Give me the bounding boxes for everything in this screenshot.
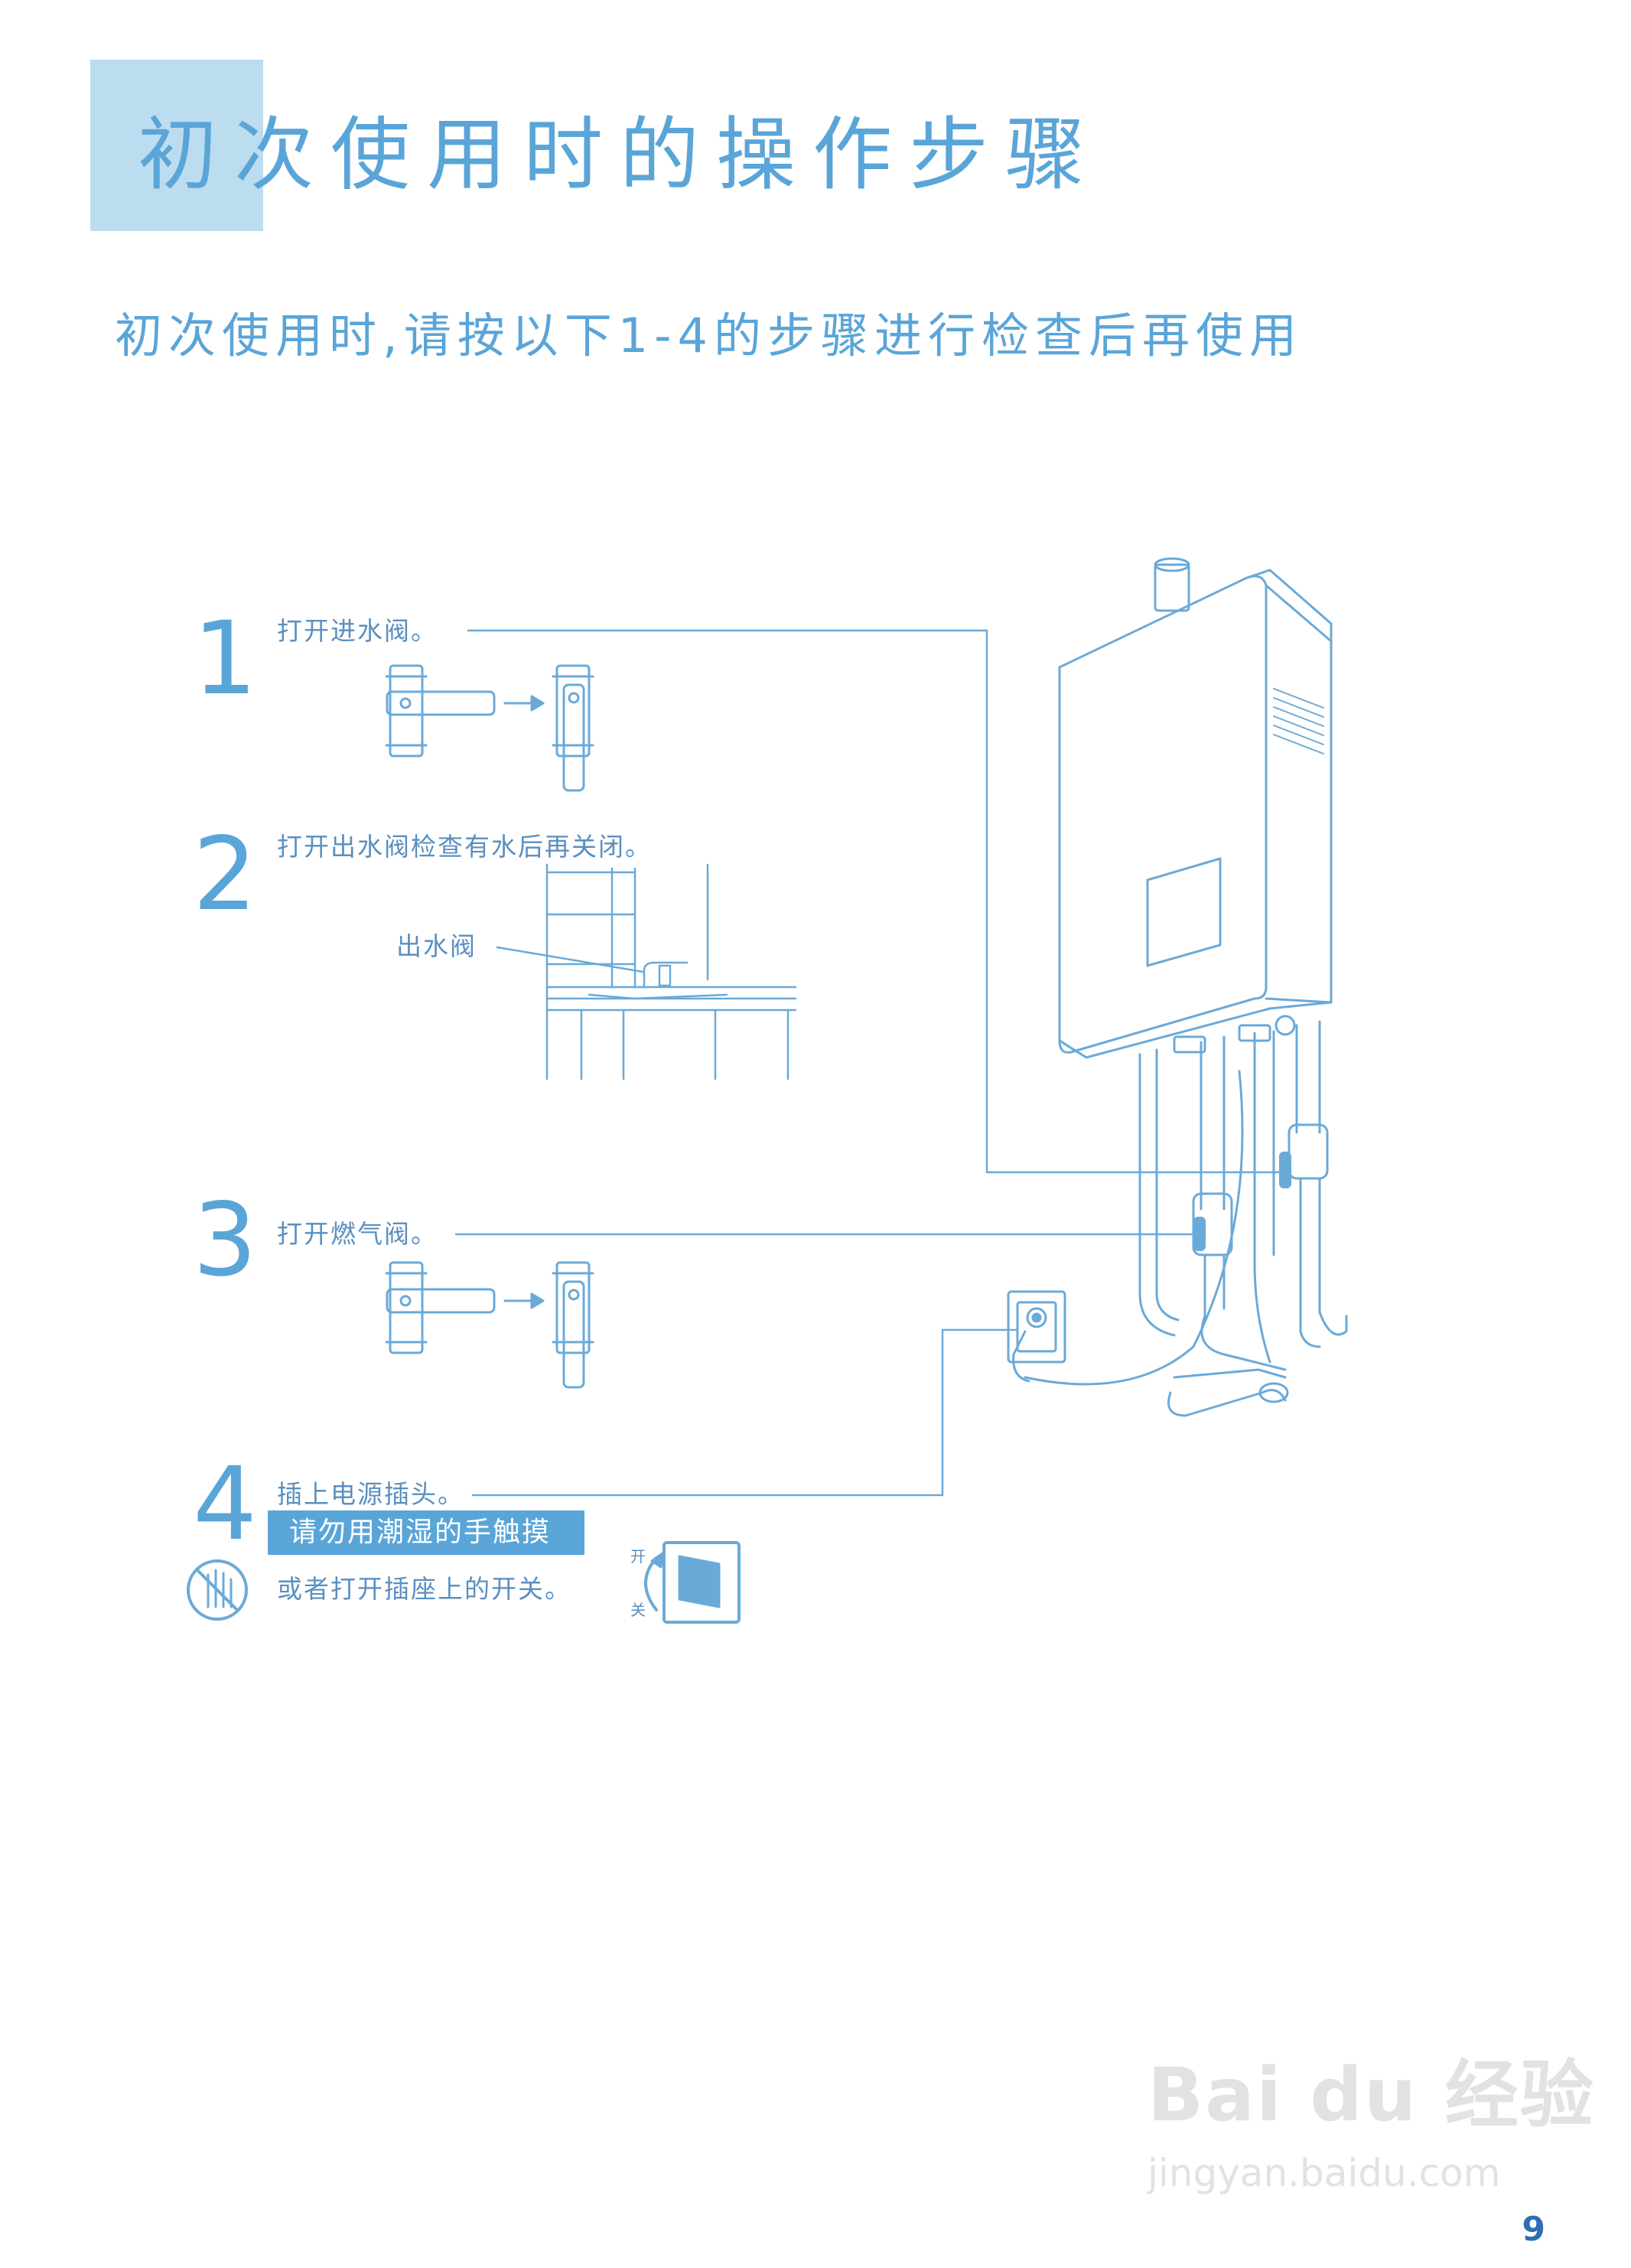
outlet-valve-callout: 出水阀 (396, 931, 477, 961)
page-title: 初次使用时的操作步骤 (138, 108, 1102, 201)
step-number: 1 (193, 600, 257, 718)
step-number: 2 (193, 816, 257, 934)
valve-closed-icon (385, 664, 496, 758)
switch-off-label: 关 (630, 1601, 646, 1619)
kitchen-faucet-illustration (496, 863, 797, 1080)
page-number: 9 (1522, 2210, 1545, 2249)
step-instruction: 打开出水阀检查有水后再关闭。 (277, 832, 652, 862)
step-instruction: 打开燃气阀。 (277, 1219, 438, 1249)
step-instruction: 插上电源插头。 (277, 1479, 464, 1509)
valve-open-icon (552, 1261, 594, 1389)
step-number: 4 (193, 1445, 257, 1563)
step-leader-lines (454, 629, 1287, 1497)
power-outlet-icon (1007, 1290, 1066, 1383)
warning-banner: 请勿用潮湿的手触摸 (268, 1510, 584, 1555)
arrow-right-icon (503, 695, 545, 712)
page-subtitle: 初次使用时,请按以下1-4的步骤进行检查后再使用 (115, 308, 1303, 363)
arrow-right-icon (503, 1292, 545, 1309)
step-instruction: 打开进水阀。 (277, 616, 438, 646)
valve-open-icon (552, 664, 594, 792)
step-number: 3 (193, 1181, 257, 1299)
water-heater-illustration (1024, 557, 1348, 1417)
switch-on-label: 开 (630, 1547, 646, 1566)
title-highlight-block (90, 60, 263, 231)
step-note: 或者打开插座上的开关。 (277, 1574, 571, 1604)
baidu-watermark-brand: Bai du 经验 (1148, 2052, 1595, 2138)
baidu-watermark-url: jingyan.baidu.com (1148, 2151, 1501, 2195)
no-wet-hands-icon (187, 1559, 248, 1621)
rocker-switch-icon (644, 1541, 741, 1624)
valve-closed-icon (385, 1261, 496, 1354)
